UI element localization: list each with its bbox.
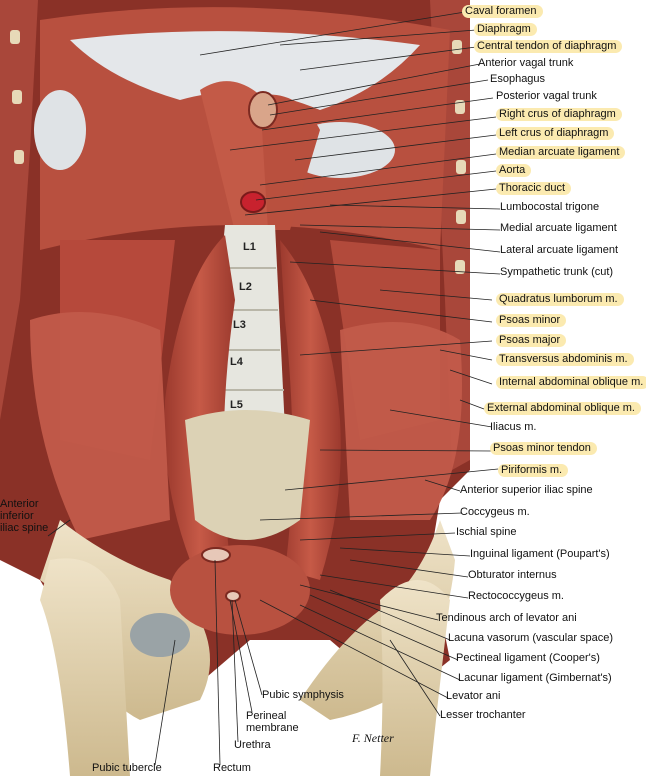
label-aiis: Anterior inferior iliac spine xyxy=(0,498,48,534)
left-iliacus xyxy=(30,312,170,540)
urethra-opening xyxy=(225,590,241,602)
perineal-line-2: membrane xyxy=(246,722,299,734)
label-tendinous-arch: Tendinous arch of levator ani xyxy=(436,612,577,624)
obturator-foramen xyxy=(130,613,190,657)
vertebra-l4: L4 xyxy=(230,356,244,368)
label-transversus-abdominis: Transversus abdominis m. xyxy=(496,353,634,366)
label-lateral-arcuate: Lateral arcuate ligament xyxy=(500,244,619,256)
label-lacunar-ligament: Lacunar ligament (Gimbernat's) xyxy=(458,672,612,684)
label-levator-ani: Levator ani xyxy=(446,690,501,702)
aiis-line-3: iliac spine xyxy=(0,522,49,534)
label-pubic-tubercle: Pubic tubercle xyxy=(92,762,162,774)
label-pectineal-ligament: Pectineal ligament (Cooper's) xyxy=(456,652,600,664)
label-sympathetic-trunk: Sympathetic trunk (cut) xyxy=(500,266,614,278)
aorta xyxy=(240,191,266,213)
label-aorta: Aorta xyxy=(496,164,532,177)
label-coccygeus: Coccygeus m. xyxy=(460,506,530,518)
label-lacuna-vasorum: Lacuna vasorum (vascular space) xyxy=(448,632,614,644)
label-thoracic-duct: Thoracic duct xyxy=(496,182,572,195)
label-external-oblique: External abdominal oblique m. xyxy=(484,402,641,415)
label-central-tendon: Central tendon of diaphragm xyxy=(474,40,623,53)
left-rib-wall xyxy=(0,0,38,420)
central-tendon xyxy=(70,31,420,110)
label-median-arcuate: Median arcuate ligament xyxy=(496,146,626,159)
esophagus-opening xyxy=(248,91,278,129)
vertebra-l5: L5 xyxy=(230,399,243,411)
label-anterior-vagal-trunk: Anterior vagal trunk xyxy=(478,57,574,69)
label-internal-oblique: Internal abdominal oblique m. xyxy=(496,376,646,389)
label-psoas-major: Psoas major xyxy=(496,334,567,347)
aiis-line-2: inferior xyxy=(0,510,34,522)
label-inguinal-ligament: Inguinal ligament (Poupart's) xyxy=(470,548,610,560)
label-diaphragm: Diaphragm xyxy=(474,23,537,36)
label-quadratus-lumborum: Quadratus lumborum m. xyxy=(496,293,624,306)
left-femur xyxy=(40,558,130,776)
leader-lines xyxy=(47,11,501,766)
label-right-crus: Right crus of diaphragm xyxy=(496,108,622,121)
levator-floor xyxy=(170,545,310,635)
label-iliacus: Iliacus m. xyxy=(490,421,537,433)
rib-segments xyxy=(10,30,466,274)
vertebra-labels: L1 L2 L3 L4 L5 xyxy=(230,241,256,411)
label-lesser-trochanter: Lesser trochanter xyxy=(440,709,526,721)
right-iliacus xyxy=(340,322,462,520)
label-ischial-spine: Ischial spine xyxy=(456,526,517,538)
artist-signature: F. Netter xyxy=(351,731,394,745)
aiis-line-1: Anterior xyxy=(0,498,39,510)
label-posterior-vagal-trunk: Posterior vagal trunk xyxy=(496,90,597,102)
label-obturator-internus: Obturator internus xyxy=(468,569,557,581)
vertebra-l3: L3 xyxy=(233,319,246,331)
label-asis: Anterior superior iliac spine xyxy=(460,484,593,496)
label-piriformis: Piriformis m. xyxy=(498,464,569,477)
label-perineal-membrane: Perineal membrane xyxy=(246,710,299,734)
label-esophagus: Esophagus xyxy=(490,73,546,85)
label-rectum: Rectum xyxy=(213,762,251,774)
label-psoas-minor-tendon: Psoas minor tendon xyxy=(490,442,597,455)
label-left-crus: Left crus of diaphragm xyxy=(496,127,615,140)
rectum-opening xyxy=(201,547,231,563)
label-urethra: Urethra xyxy=(234,739,271,751)
vertebra-l1: L1 xyxy=(243,241,256,253)
sacrum xyxy=(185,410,310,540)
perineal-line-1: Perineal xyxy=(246,710,287,722)
label-caval-foramen: Caval foramen xyxy=(462,5,543,18)
tendon-patch-left xyxy=(34,90,86,170)
label-medial-arcuate: Medial arcuate ligament xyxy=(500,222,617,234)
label-rectococcygeus: Rectococcygeus m. xyxy=(468,590,564,602)
vertebra-l2: L2 xyxy=(239,281,252,293)
label-lumbocostal-trigone: Lumbocostal trigone xyxy=(500,201,600,213)
label-psoas-minor: Psoas minor xyxy=(496,314,567,327)
label-pubic-symphysis: Pubic symphysis xyxy=(262,689,344,701)
